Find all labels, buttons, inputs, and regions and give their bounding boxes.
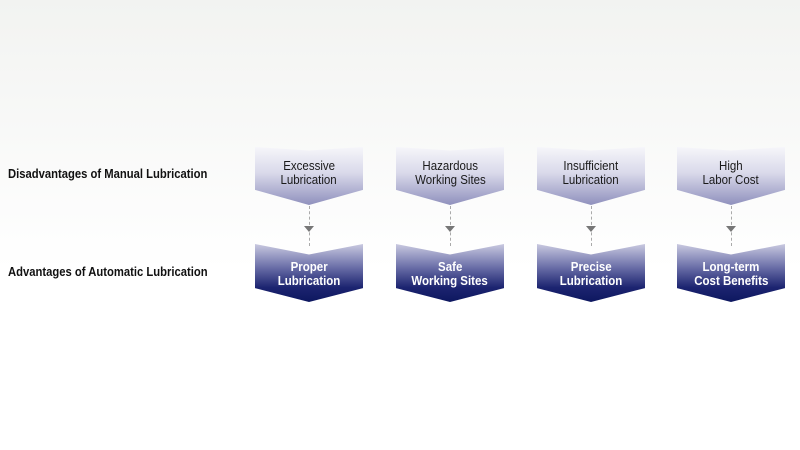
chevron-text-line1: Safe [437,260,463,274]
chevron-text-line1: Excessive [283,159,335,173]
disadvantages-row-label: Disadvantages of Manual Lubrication [8,167,208,181]
chevron-text-line2: Cost Benefits [693,274,769,288]
chevron-text-line1: Hazardous [422,159,478,173]
chevron-text-line1: Long-term [702,260,760,274]
chevron-text-line1: Insufficient [563,159,619,173]
chevron-text-line2: Lubrication [559,274,623,288]
chevron-text-line2: Working Sites [411,274,489,288]
advantages-row-label: Advantages of Automatic Lubrication [8,265,208,279]
chevron-text-line1: Proper [290,260,328,274]
chevron-text-line2: Lubrication [277,274,341,288]
chevron-text-line2: Lubrication [280,173,338,187]
arrow-down-icon [304,226,314,232]
arrow-down-icon [445,226,455,232]
chevron-text-line2: Lubrication [562,173,620,187]
arrow-down-icon [726,226,736,232]
arrow-down-icon [586,226,596,232]
chevron-text-line1: High [719,159,743,173]
chevron-text-line2: Working Sites [414,173,486,187]
chevron-text-line2: Labor Cost [702,173,760,187]
chevron-text-line1: Precise [570,260,612,274]
